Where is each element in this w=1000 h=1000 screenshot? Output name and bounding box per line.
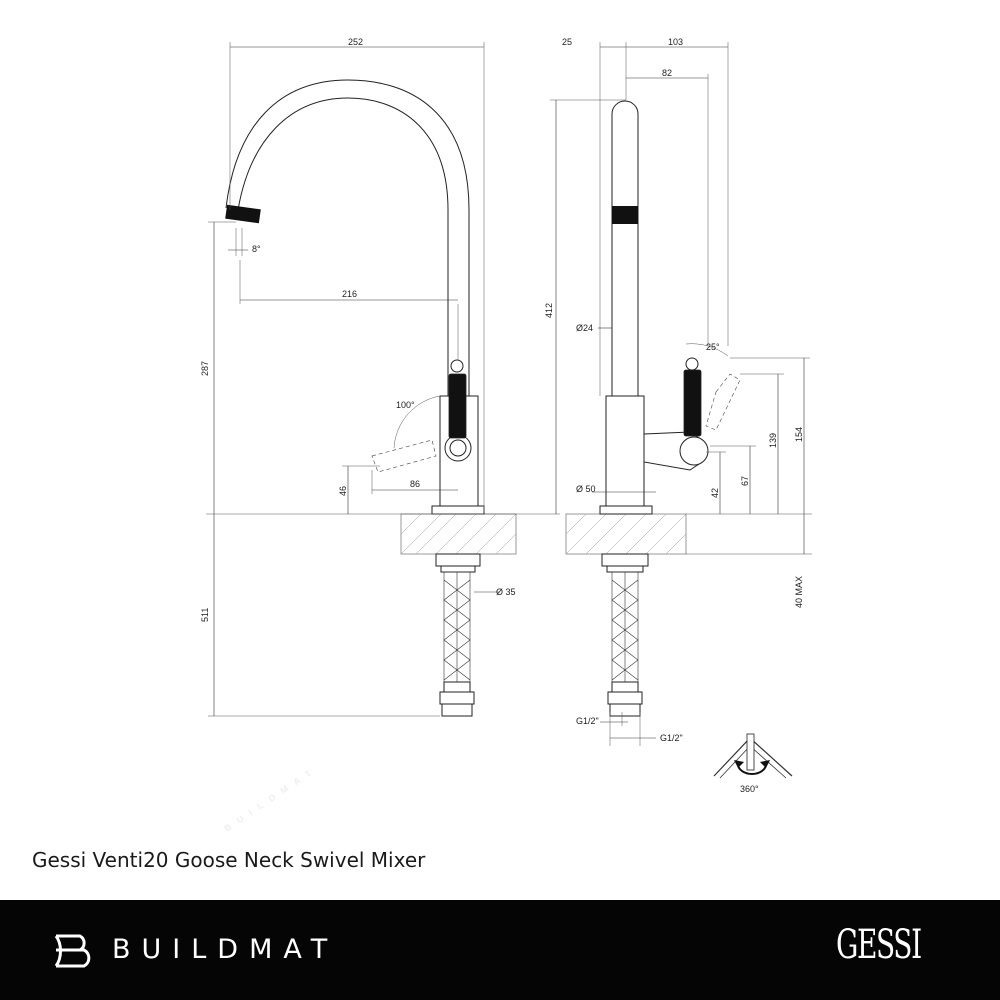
dim-h42: 42 bbox=[710, 488, 720, 498]
dim-counter-max: 40 MAX bbox=[794, 576, 804, 608]
dim-depth-total: 103 bbox=[668, 37, 683, 47]
dim-height-spout: 287 bbox=[200, 361, 210, 376]
dim-spout-offset: 25 bbox=[562, 37, 572, 47]
footer-brand-name: BUILDMAT bbox=[112, 934, 339, 965]
swivel-360-icon: 360° bbox=[713, 733, 793, 794]
front-dimensions: 252 8° 216 287 511 46 86 100° Ø 35 bbox=[200, 37, 560, 717]
side-view bbox=[565, 100, 741, 717]
dim-connection-right: G1/2" bbox=[660, 733, 683, 743]
dim-width-total: 252 bbox=[348, 37, 363, 47]
dim-pipe-diameter: Ø24 bbox=[576, 323, 593, 333]
dim-swivel: 360° bbox=[740, 784, 759, 794]
side-dimensions: 25 103 82 412 Ø24 25° Ø 50 42 67 139 154… bbox=[544, 37, 812, 746]
dim-connection-left: G1/2" bbox=[576, 716, 599, 726]
dim-lever-reach: 86 bbox=[410, 479, 420, 489]
dim-spout-reach: 216 bbox=[342, 289, 357, 299]
buildmat-b-logo-icon bbox=[54, 934, 91, 968]
front-view bbox=[225, 79, 517, 717]
watermark-text: BUILDMAT bbox=[223, 764, 320, 834]
dim-lever-angle-side: 25° bbox=[706, 342, 720, 352]
dim-depth-spout: 82 bbox=[662, 68, 672, 78]
dim-base-diameter: Ø 50 bbox=[576, 484, 596, 494]
dim-height-total: 412 bbox=[544, 303, 554, 318]
technical-drawing: BUILDMAT bbox=[200, 37, 812, 834]
dim-h139: 139 bbox=[768, 433, 778, 448]
footer-bar bbox=[0, 900, 1000, 1000]
dim-h154: 154 bbox=[794, 427, 804, 442]
partner-logo: GESSI bbox=[836, 922, 922, 968]
dim-h67: 67 bbox=[740, 476, 750, 486]
page-title: Gessi Venti20 Goose Neck Swivel Mixer bbox=[32, 848, 426, 872]
dim-hose-diameter: Ø 35 bbox=[496, 587, 516, 597]
dim-lever-height: 46 bbox=[338, 486, 348, 496]
dim-lever-rotation: 100° bbox=[396, 400, 415, 410]
dim-spout-angle: 8° bbox=[252, 244, 261, 254]
dim-hose-length: 511 bbox=[200, 608, 210, 622]
